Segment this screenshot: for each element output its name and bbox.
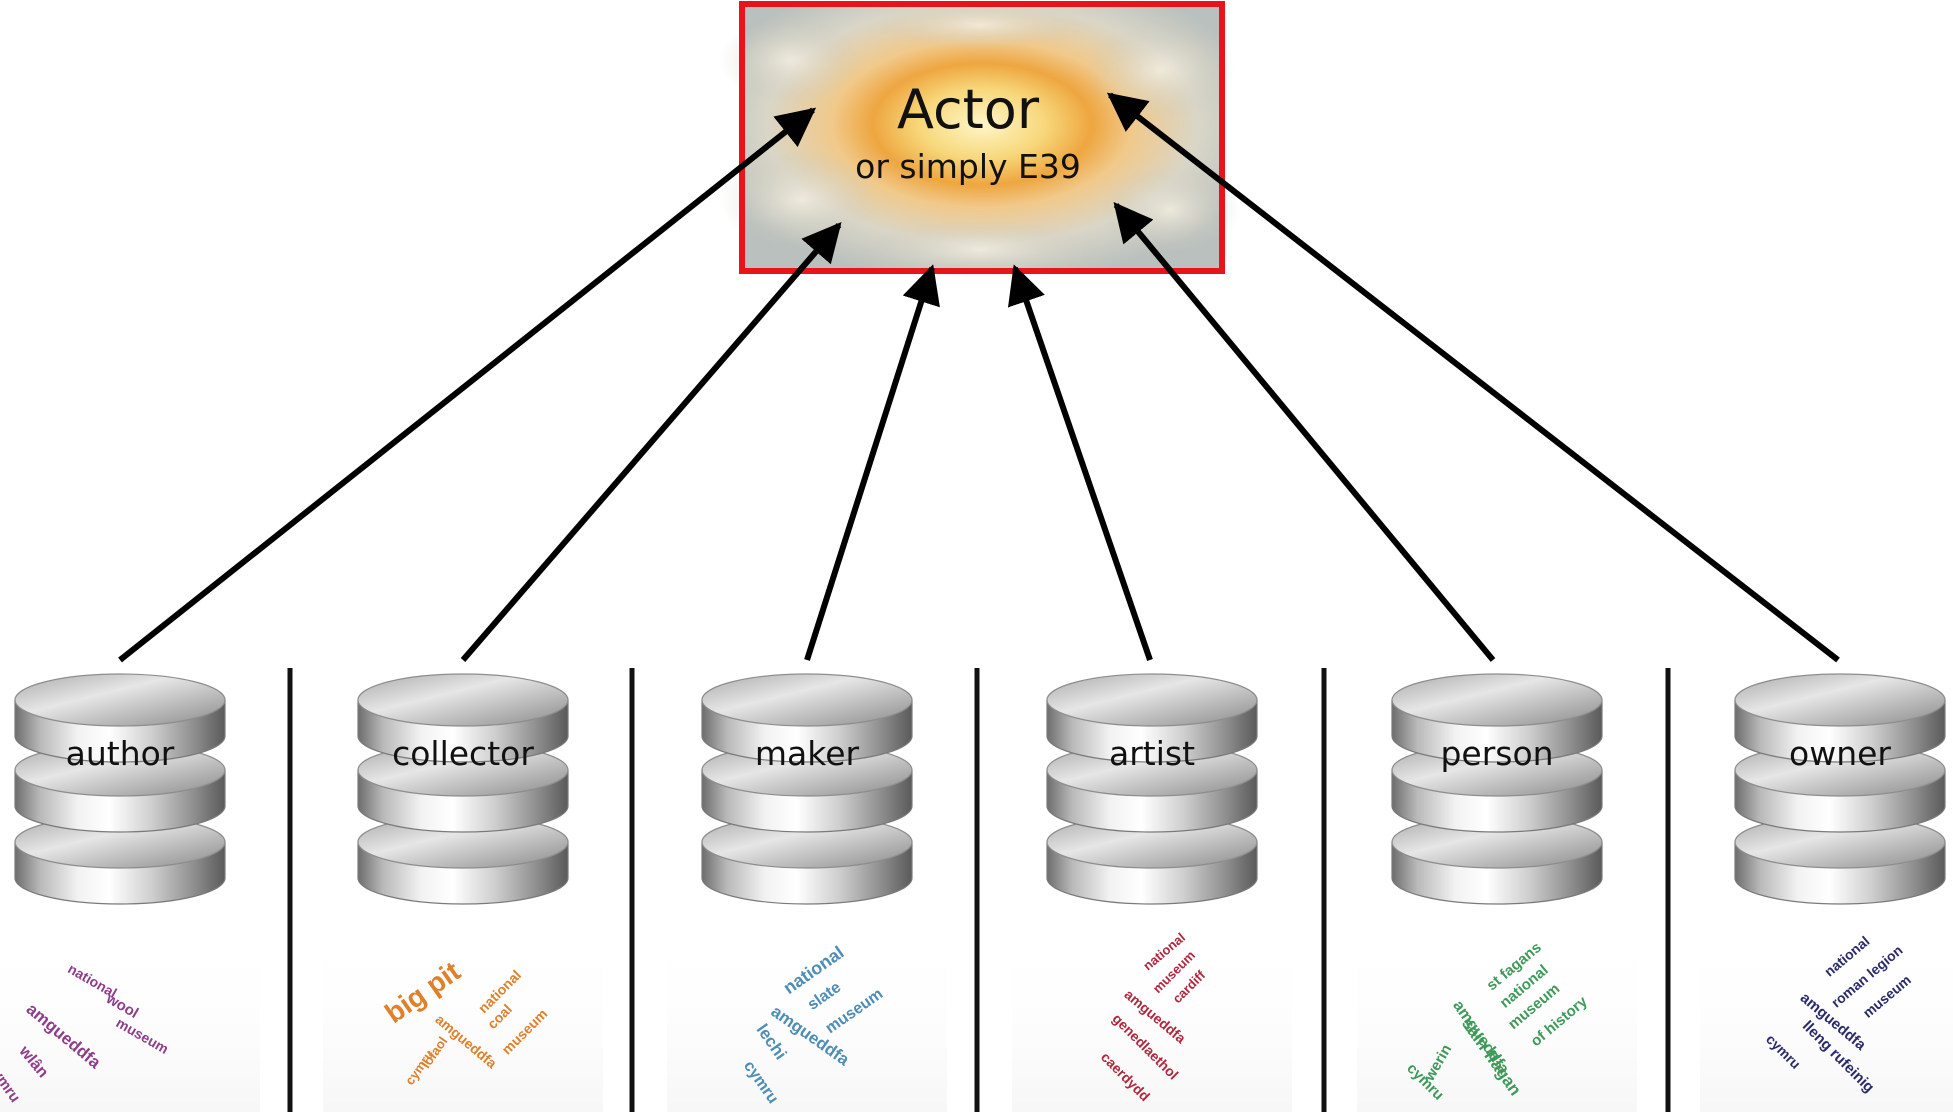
database-label: person <box>1440 734 1553 773</box>
reflection-area <box>323 925 603 1112</box>
database-maker: makernationalslatemuseumamgueddfalechicy… <box>667 673 947 1112</box>
database-disk-top <box>14 673 226 727</box>
database-disk-top <box>357 673 569 727</box>
database-author: authornationalwoolmuseumamgueddfawlâncym… <box>0 673 260 1112</box>
reflection-area <box>1012 925 1292 1112</box>
reflection-area <box>1357 925 1637 1112</box>
database-disk-top <box>701 673 913 727</box>
arrows <box>118 92 1840 663</box>
reflection-area <box>667 925 947 1112</box>
database-label: owner <box>1789 734 1891 773</box>
arrow-collector <box>460 222 842 662</box>
database-label: artist <box>1109 734 1195 773</box>
arrow-owner <box>1106 92 1840 663</box>
database-label: maker <box>755 734 860 773</box>
database-disk-top <box>1734 673 1946 727</box>
database-columns: authornationalwoolmuseumamgueddfawlâncym… <box>0 673 1953 1112</box>
actor-node: Actor or simply E39 <box>720 0 1240 280</box>
arrow-maker <box>804 264 940 661</box>
actor-subtitle: or simply E39 <box>855 147 1081 186</box>
reflection-area <box>0 925 260 1112</box>
database-disk-top <box>1046 673 1258 727</box>
actor-title: Actor <box>897 78 1040 141</box>
arrow-person <box>1113 201 1496 662</box>
actor-border <box>739 1 1225 274</box>
database-label: collector <box>392 734 534 773</box>
database-artist: artistnationalmuseumcardiffamgueddfagene… <box>1012 673 1292 1112</box>
reflection-area <box>1700 925 1953 1112</box>
arrow-artist <box>1007 264 1153 661</box>
database-label: author <box>66 734 175 773</box>
column-separators <box>287 668 1671 1112</box>
arrow-author <box>118 107 817 663</box>
database-disk-top <box>1391 673 1603 727</box>
